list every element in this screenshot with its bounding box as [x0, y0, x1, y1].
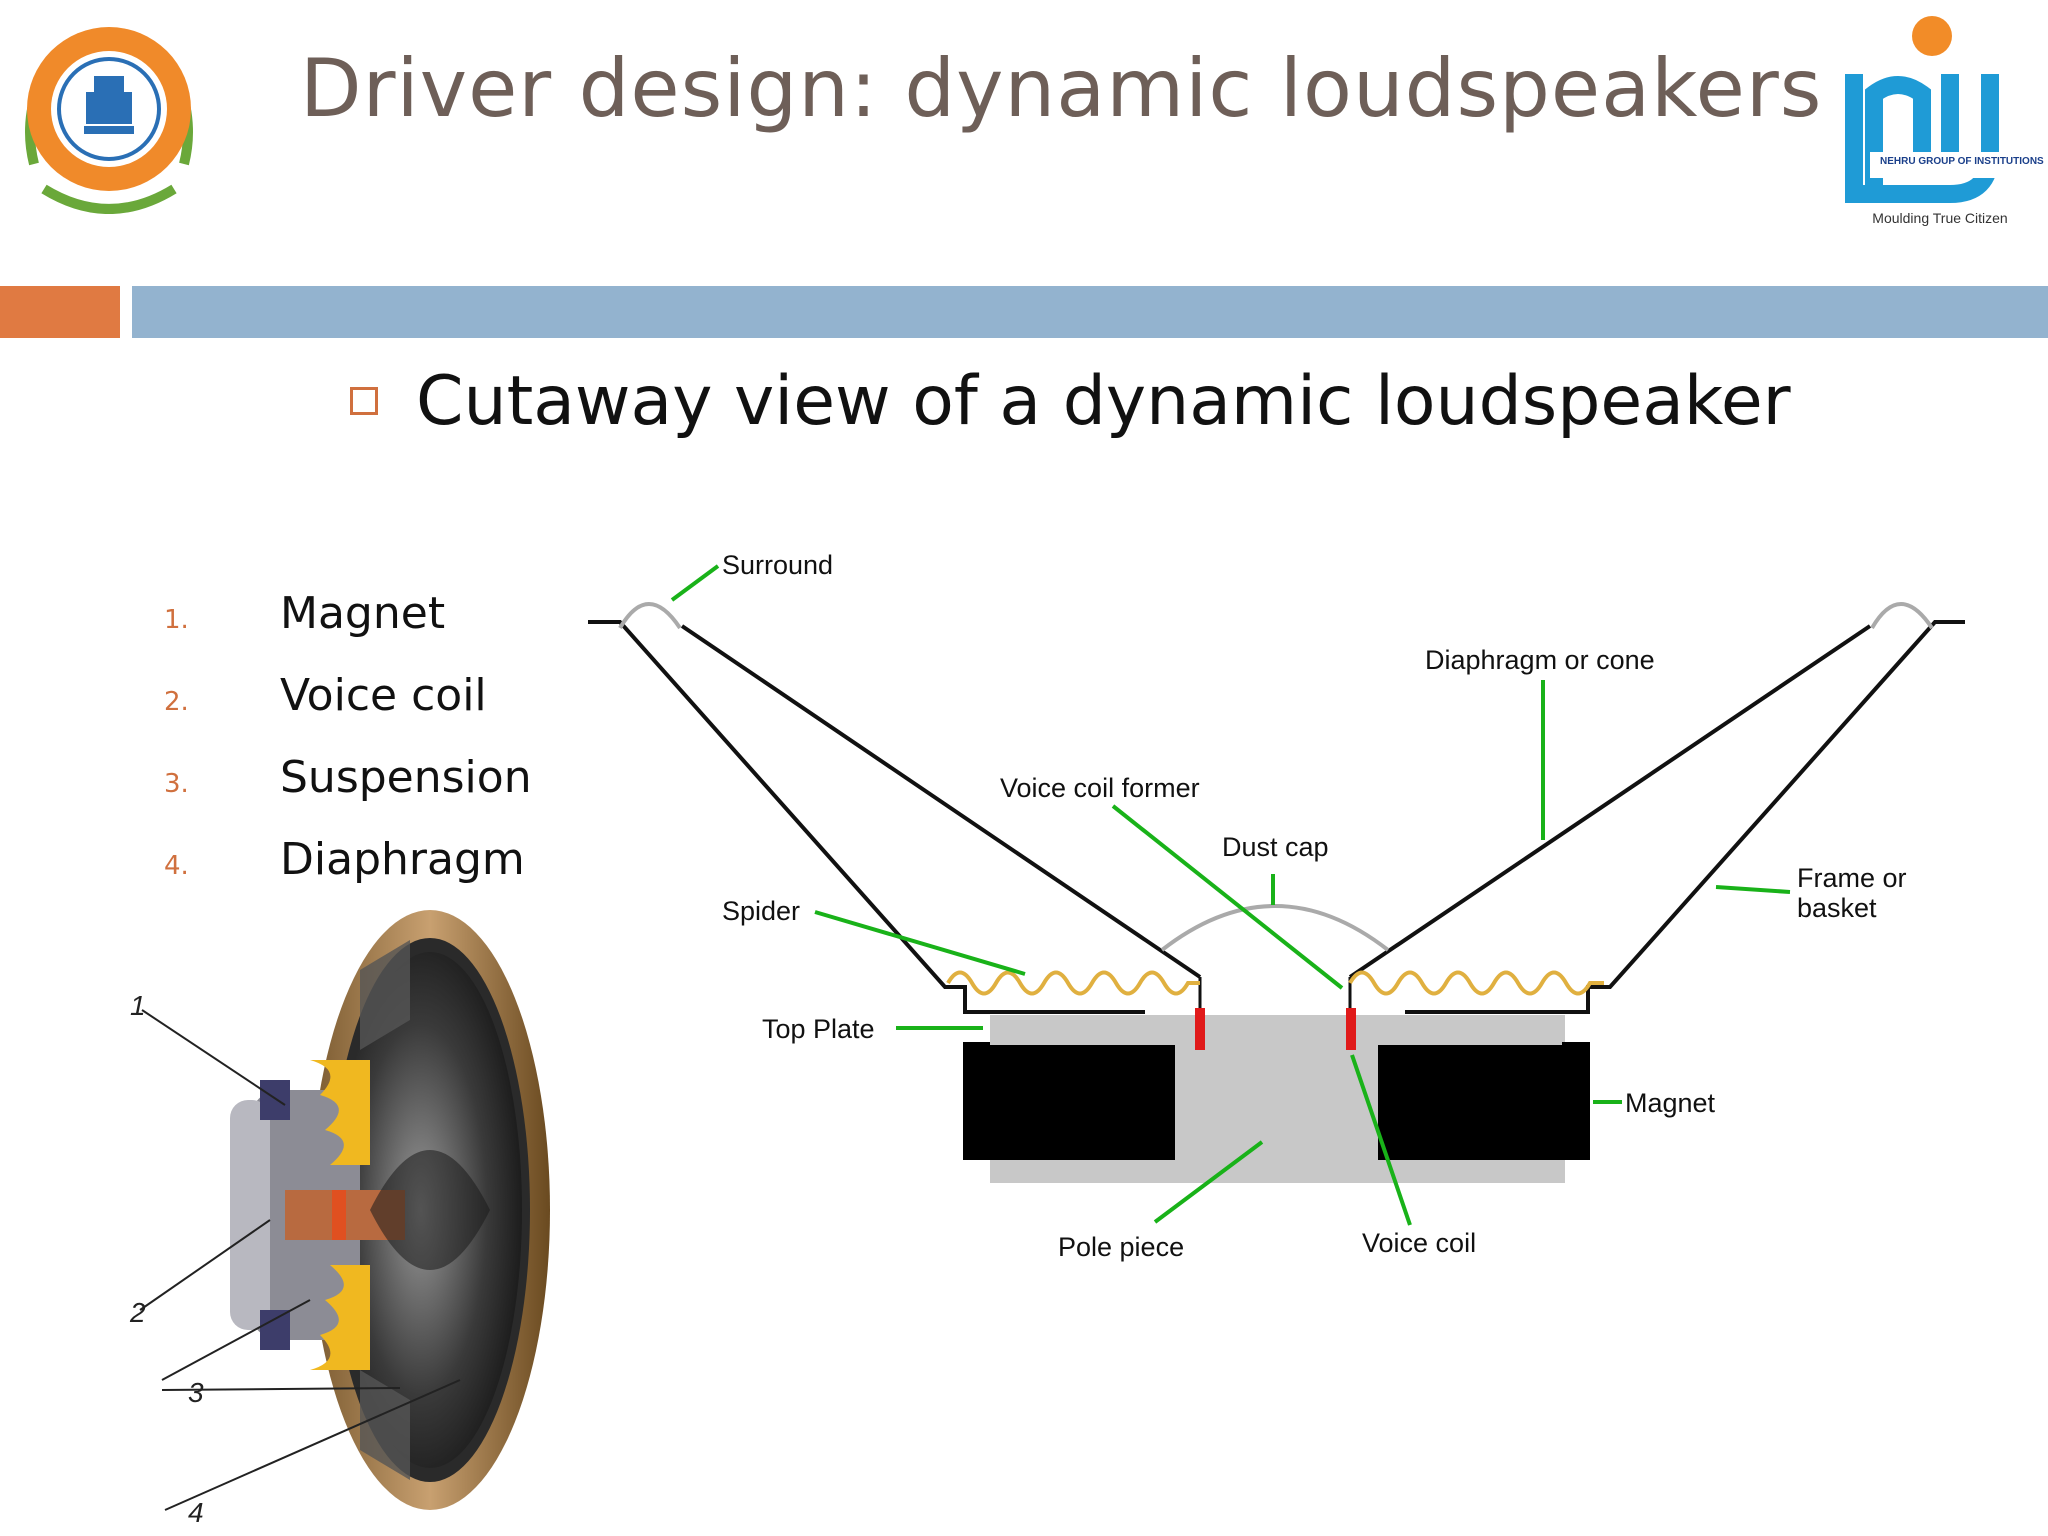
label-pole-piece: Pole piece — [1058, 1232, 1184, 1262]
cone-left — [680, 624, 1202, 979]
nehru-group-logo: NEHRU GROUP OF INSTITUTIONS Moulding Tru… — [1840, 14, 2044, 234]
label-dust-cap: Dust cap — [1222, 832, 1329, 862]
callout-4: 4 — [188, 1497, 204, 1528]
list-label: Diaphragm — [280, 834, 525, 885]
label-magnet: Magnet — [1625, 1088, 1716, 1118]
list-item-4: 4. Diaphragm — [164, 834, 525, 885]
speaker-cutaway-illustration: 1 2 3 4 — [129, 910, 550, 1528]
list-number: 1. — [164, 605, 189, 635]
callout-1: 1 — [130, 990, 146, 1021]
dust-cap — [1160, 904, 1390, 952]
label-voice-coil-former: Voice coil former — [1000, 773, 1200, 803]
top-plate-right — [1362, 1015, 1562, 1045]
leader-pole-piece — [1153, 1140, 1264, 1224]
callout-2: 2 — [129, 1297, 146, 1328]
college-logo — [14, 14, 204, 214]
leader-spider — [814, 910, 1026, 976]
bullet-text: Cutaway view of a dynamic loudspeaker — [416, 361, 1791, 441]
label-voice-coil: Voice coil — [1362, 1228, 1476, 1258]
top-plate-left — [990, 1015, 1175, 1045]
label-top-plate: Top Plate — [762, 1014, 875, 1044]
label-frame-line2: basket — [1797, 893, 1877, 923]
list-label: Voice coil — [280, 670, 487, 721]
college-logo-emblem — [25, 27, 193, 214]
callout-line-2 — [139, 1219, 271, 1311]
cone-right — [1348, 624, 1872, 979]
logo-group-name: NEHRU GROUP OF INSTITUTIONS — [1880, 156, 2044, 167]
speaker-spider-upper — [310, 1060, 370, 1165]
accent-bar-orange — [0, 286, 120, 338]
logo-tagline: Moulding True Citizen — [1872, 210, 2008, 226]
magnet-left — [963, 1042, 1175, 1160]
callout-line-1 — [141, 1009, 286, 1106]
spider-left — [946, 970, 1200, 996]
leader-voice-coil — [1350, 1054, 1412, 1226]
callout-line-3 — [161, 1387, 401, 1391]
label-surround: Surround — [722, 550, 833, 580]
speaker-spider-lower — [310, 1265, 370, 1370]
label-diaphragm: Diaphragm or cone — [1425, 645, 1655, 675]
list-item-1: 1. Magnet — [164, 588, 445, 639]
label-spider: Spider — [722, 896, 800, 926]
bullet-square-icon — [350, 387, 378, 415]
slide-title: Driver design: dynamic loudspeakers — [300, 42, 1823, 135]
leader-frame — [1715, 885, 1791, 894]
list-label: Magnet — [280, 588, 446, 639]
magnet-right — [1378, 1042, 1590, 1160]
list-number: 3. — [164, 769, 189, 799]
voice-coil-left — [1195, 1008, 1205, 1050]
bullet-row: Cutaway view of a dynamic loudspeaker — [350, 356, 1791, 446]
label-frame-line1: Frame or — [1797, 863, 1907, 893]
frame-right — [1405, 620, 1965, 1014]
voice-coil-right — [1346, 1008, 1356, 1050]
nehru-group-logo-mark — [1845, 16, 2000, 203]
spider-right — [1348, 970, 1604, 996]
pole-piece — [1218, 1015, 1333, 1160]
callout-line-4 — [164, 1379, 461, 1511]
list-number: 2. — [164, 687, 189, 717]
list-item-3: 3. Suspension — [164, 752, 532, 803]
leader-surround — [670, 564, 720, 602]
frame-left — [588, 620, 1145, 1014]
accent-bar-blue — [132, 286, 2048, 338]
surround-left — [618, 602, 682, 630]
list-label: Suspension — [280, 752, 532, 803]
leader-voice-coil-former — [1111, 804, 1344, 990]
list-number: 4. — [164, 851, 189, 881]
list-item-2: 2. Voice coil — [164, 670, 487, 721]
surround-right — [1870, 602, 1934, 630]
callout-3: 3 — [188, 1377, 204, 1408]
